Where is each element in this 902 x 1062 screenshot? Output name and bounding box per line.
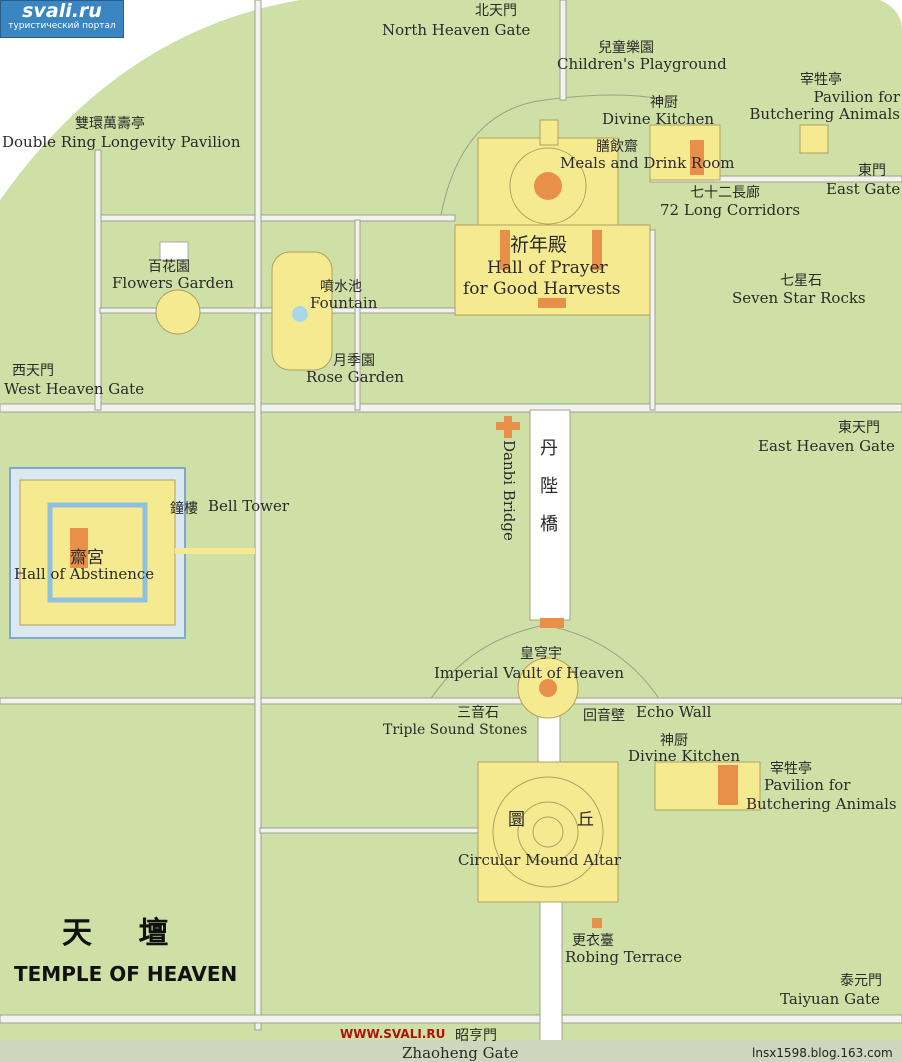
label: 兒童樂園	[598, 40, 654, 56]
label-rose: Rose Garden	[306, 368, 404, 386]
label-zhaoheng: Zhaoheng Gate	[402, 1044, 519, 1062]
label: 泰元門	[840, 973, 882, 989]
label: 宰牲亭	[800, 72, 842, 88]
label-seven-star: Seven Star Rocks	[732, 289, 866, 307]
label-mound: Circular Mound Altar	[458, 851, 622, 869]
label-flowers: Flowers Garden	[112, 274, 234, 292]
label-robing: Robing Terrace	[565, 948, 683, 966]
label: 膳飲齋	[596, 139, 638, 155]
label: 丹陛橋	[540, 438, 558, 535]
label-east-gate: East Gate	[826, 180, 901, 198]
label-fountain: Fountain	[310, 294, 378, 312]
label-abstinence: Hall of Abstinence	[14, 565, 155, 583]
label: 宰牲亭	[770, 761, 812, 777]
label: 昭亨門	[455, 1028, 497, 1044]
label-corridors: 72 Long Corridors	[660, 201, 801, 219]
svali-logo[interactable]: svali.ru туристический портал	[0, 0, 124, 38]
label: 東天門	[838, 420, 880, 436]
label-taiyuan: Taiyuan Gate	[780, 990, 880, 1008]
label-west-gate: West Heaven Gate	[4, 380, 145, 398]
label: 月季園	[333, 353, 375, 369]
label-danbi: Danbi Bridge	[500, 440, 518, 541]
label-pavilion-north: Pavilion for Butchering Animals	[749, 88, 900, 123]
label-vault: Imperial Vault of Heaven	[434, 664, 625, 682]
label-hall-prayer: Hall of Prayer	[487, 258, 608, 278]
label: 祈年殿	[510, 234, 568, 256]
label-double-ring: Double Ring Longevity Pavilion	[2, 133, 241, 151]
title-chinese: 天 壇	[62, 916, 187, 951]
label: 百花園	[148, 259, 190, 275]
label-echo-wall: Echo Wall	[636, 703, 712, 721]
label: 東門	[858, 163, 886, 179]
label: 北天門	[475, 3, 517, 19]
label: 回音壁	[583, 708, 625, 724]
label-kitchen-south: Divine Kitchen	[628, 747, 741, 765]
label: 噴水池	[320, 279, 362, 295]
label: 丘	[577, 810, 594, 830]
label: for Good Harvests	[463, 279, 621, 299]
label-pavilion-south: Pavilion for	[764, 776, 851, 794]
label-bell-tower: Bell Tower	[208, 497, 290, 515]
logo-name: svali.ru	[22, 0, 102, 22]
title-english: TEMPLE OF HEAVEN	[14, 962, 238, 986]
label-meals: Meals and Drink Room	[560, 154, 735, 172]
label: 齋宮	[70, 548, 104, 568]
label: 雙環萬壽亭	[75, 116, 145, 132]
label-east-heaven: East Heaven Gate	[758, 437, 895, 455]
label: 神厨	[650, 95, 678, 111]
label: 七十二長廊	[690, 185, 760, 201]
label: 神厨	[660, 733, 688, 749]
watermark-site: WWW.SVALI.RU	[340, 1027, 446, 1041]
label: 鐘樓	[170, 501, 198, 517]
watermark-blog: lnsx1598.blog.163.com	[752, 1046, 893, 1060]
logo-tagline: туристический портал	[8, 21, 116, 31]
label-north-gate: North Heaven Gate	[382, 21, 531, 39]
label: 更衣臺	[572, 933, 614, 949]
label-kitchen-north: Divine Kitchen	[602, 110, 715, 128]
label: 西天門	[12, 363, 54, 379]
label: 七星石	[780, 273, 822, 289]
label: 三音石	[457, 705, 499, 721]
label-triple: Triple Sound Stones	[383, 722, 528, 738]
label: 圜	[508, 810, 525, 830]
label-playground: Children's Playground	[557, 55, 727, 73]
label: Butchering Animals	[746, 795, 897, 813]
label: 皇穹宇	[520, 646, 562, 662]
